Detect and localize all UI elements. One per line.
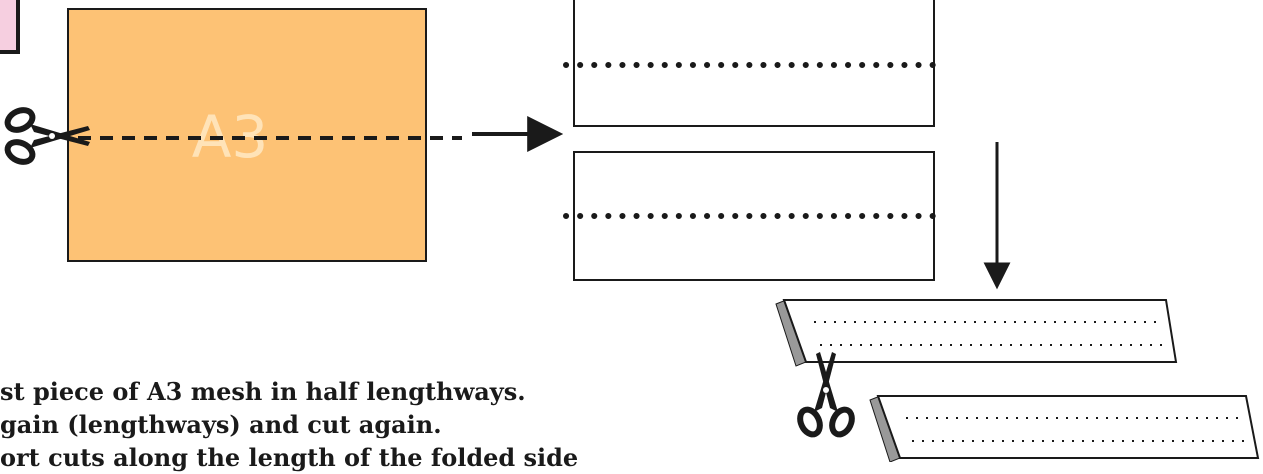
instructions: st piece of A3 mesh in half lengthways. …	[0, 375, 578, 474]
scissors-icon-vertical	[796, 352, 855, 438]
instruction-line-2: gain (lengthways) and cut again.	[0, 410, 442, 439]
corner-badge	[0, 0, 20, 54]
half-strip-top	[573, 0, 935, 127]
folded-strip-bottom	[869, 395, 1260, 462]
folded-strip-top	[775, 299, 1178, 367]
diagram-canvas: A3	[0, 0, 1260, 462]
a3-sheet	[67, 8, 427, 262]
half-strip-bottom	[573, 151, 935, 281]
instruction-line-3: ort cuts along the length of the folded …	[0, 443, 579, 472]
instruction-line-1: st piece of A3 mesh in half lengthways.	[0, 377, 526, 406]
